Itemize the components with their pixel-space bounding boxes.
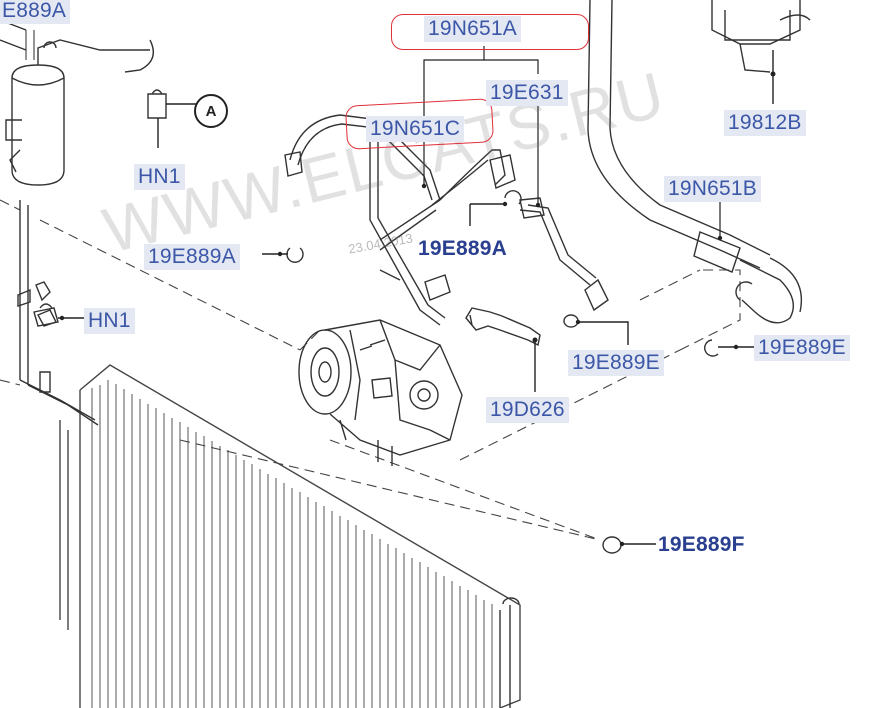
- label-19e889f: 19E889F: [658, 533, 745, 556]
- label-19812b: 19812B: [724, 110, 806, 136]
- clip-hn1-mid: [33, 303, 84, 327]
- dashed-leaders: [0, 199, 741, 541]
- label-hn1-top: HN1: [134, 164, 185, 190]
- label-19e889e-mid: 19E889E: [568, 350, 664, 376]
- label-19n651b: 19N651B: [664, 176, 761, 202]
- highlight-19n651a: [391, 14, 589, 50]
- bracket-19d626: [465, 307, 541, 392]
- fitting-19812b: [711, 0, 811, 104]
- label-19d626: 19D626: [486, 397, 569, 423]
- label-e889a-top: E889A: [0, 0, 71, 24]
- label-19e631: 19E631: [486, 80, 568, 106]
- callout-a-circle: A: [194, 94, 228, 128]
- clip-hn1-top: [147, 89, 196, 148]
- label-hn1-mid: HN1: [84, 308, 135, 334]
- o-rings: [262, 190, 756, 554]
- label-19e889a-mid: 19E889A: [418, 237, 507, 260]
- pipe-19n651a: [379, 149, 609, 312]
- label-19n651a: 19N651A: [424, 16, 521, 42]
- condenser: [59, 364, 521, 708]
- label-19e889a-left: 19E889A: [144, 244, 240, 270]
- label-19e889e-right: 19E889E: [754, 335, 850, 361]
- ac-compressor: [298, 319, 463, 466]
- label-19n651c: 19N651C: [366, 116, 465, 142]
- pipe-19n651b: [587, 0, 802, 324]
- receiver-drier: [0, 19, 154, 186]
- condenser-hoses: [17, 200, 99, 426]
